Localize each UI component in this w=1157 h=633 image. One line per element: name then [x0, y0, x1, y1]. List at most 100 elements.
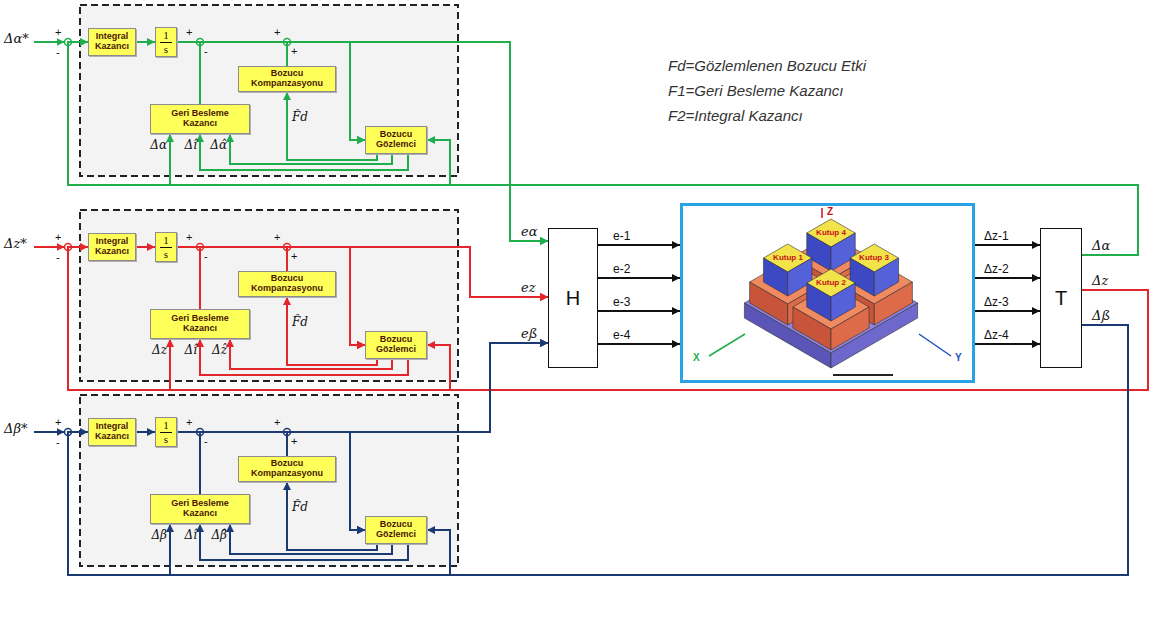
- signal-label: Δα̂: [210, 138, 227, 152]
- box-text: Integral Kazancı: [91, 237, 133, 257]
- sum-sign: +: [186, 231, 192, 243]
- signal-line: [287, 297, 377, 365]
- signal-line: [136, 246, 155, 248]
- signal-line: [68, 247, 1148, 390]
- signal-label: Δz-4: [983, 328, 1010, 342]
- signal-label: Δβ: [151, 528, 167, 542]
- signal-line: [975, 310, 1040, 312]
- sum-sign: -: [56, 46, 60, 58]
- sum-sign: -: [204, 250, 208, 262]
- scale-bar: [833, 374, 893, 376]
- sum-sign: -: [56, 251, 60, 263]
- t-matrix-box: T: [1040, 228, 1082, 368]
- signal-label: Δz-3: [983, 295, 1010, 309]
- signal-label: F̂d: [292, 500, 308, 514]
- box-text: 1: [160, 419, 172, 432]
- integrator-box: 1s: [155, 417, 177, 446]
- signal-line: [170, 325, 1128, 575]
- integral-gain-box: Integral Kazancı: [88, 233, 136, 261]
- box-text: Bozucu Gözlemci: [368, 335, 424, 355]
- observer-box: Bozucu Gözlemci: [365, 126, 427, 154]
- note-text: F1=Geri Besleme Kazancı: [668, 82, 844, 99]
- output-signal: Δz: [1092, 273, 1108, 288]
- signal-line: [598, 244, 680, 246]
- box-text: Bozucu Kompanzasyonu: [241, 274, 333, 294]
- box-text: T: [1055, 287, 1067, 310]
- note-text: F2=Integral Kazancı: [668, 107, 803, 124]
- sum-sign: +: [55, 416, 61, 428]
- model-face: [807, 283, 831, 321]
- model-face: [763, 258, 787, 296]
- levitation-model: [709, 208, 951, 375]
- levitation-plant: ZKutup 4Kutup 1Kutup 3Kutup 2XY: [680, 203, 975, 383]
- feedback-gain-box: Geri Besleme Kazancı: [150, 494, 250, 524]
- z-axis: [821, 208, 823, 218]
- box-text: 1: [160, 29, 172, 42]
- box-text: s: [164, 43, 168, 55]
- box-text: H: [566, 287, 580, 310]
- box-text: Integral Kazancı: [91, 422, 133, 442]
- signal-line: [287, 482, 377, 550]
- sum-sign: +: [274, 231, 280, 243]
- box-text: Integral Kazancı: [91, 32, 133, 52]
- signal-line: [975, 277, 1040, 279]
- model-face: [874, 258, 898, 296]
- signal-label: Δα: [150, 138, 167, 152]
- signal-line: [170, 134, 1138, 255]
- signal-label: e-4: [612, 328, 631, 342]
- box-text: Bozucu Kompanzasyonu: [241, 459, 333, 479]
- pole-label: Kutup 2: [816, 279, 846, 287]
- sum-sign: +: [274, 26, 280, 38]
- signal-line: [287, 343, 548, 456]
- signal-line: [975, 343, 1040, 345]
- signal-line: [177, 42, 548, 241]
- sum-sign: +: [186, 26, 192, 38]
- signal-line: [598, 277, 680, 279]
- signal-line: [427, 140, 1138, 255]
- signal-label: Δz-2: [983, 262, 1010, 276]
- compensation-box: Bozucu Kompanzasyonu: [238, 66, 336, 92]
- pole-label: Kutup 4: [816, 229, 846, 237]
- box-text: Bozucu Gözlemci: [368, 520, 424, 540]
- signal-line: [68, 42, 1138, 255]
- sum-sign: +: [55, 231, 61, 243]
- signal-label: Δz-1: [983, 229, 1010, 243]
- output-signal: Δα: [1092, 238, 1110, 253]
- signal-label: F̂d: [292, 110, 308, 124]
- controller-frame: [80, 210, 458, 381]
- axis-label: Z: [827, 206, 833, 217]
- control-signal: eα: [521, 224, 537, 239]
- controller-frame: [80, 395, 458, 566]
- integrator-box: 1s: [155, 232, 177, 261]
- signal-label: Δz: [152, 343, 167, 357]
- signal-label: e-2: [612, 262, 631, 276]
- signal-label: F̂d: [292, 315, 308, 329]
- box-text: Geri Besleme Kazancı: [153, 314, 247, 334]
- control-signal: ez: [521, 280, 536, 295]
- integral-gain-box: Integral Kazancı: [88, 28, 136, 56]
- integral-gain-box: Integral Kazancı: [88, 418, 136, 446]
- note-text: Fd=Gözlemlenen Bozucu Etki: [668, 57, 866, 74]
- reference-input: Δβ*: [4, 421, 27, 436]
- signal-label: e-3: [612, 295, 631, 309]
- box-text: Geri Besleme Kazancı: [153, 109, 247, 129]
- sum-sign: +: [291, 435, 297, 447]
- input-wire: [34, 246, 65, 248]
- compensation-box: Bozucu Kompanzasyonu: [238, 271, 336, 297]
- sum-sign: -: [56, 436, 60, 448]
- compensation-box: Bozucu Kompanzasyonu: [238, 456, 336, 482]
- sum-sign: +: [291, 250, 297, 262]
- signal-line: [136, 41, 155, 43]
- pole-label: Kutup 3: [859, 254, 889, 262]
- observer-box: Bozucu Gözlemci: [365, 516, 427, 544]
- signal-label: Δî: [184, 138, 197, 152]
- box-text: Bozucu Gözlemci: [368, 130, 424, 150]
- x-axis: [709, 334, 745, 356]
- signal-label: Δẑ: [212, 343, 227, 357]
- y-axis: [919, 334, 951, 356]
- signal-label: e-1: [612, 229, 631, 243]
- axis-label: X: [693, 352, 700, 363]
- box-text: 1: [160, 234, 172, 247]
- box-text: s: [164, 433, 168, 445]
- sum-sign: +: [274, 416, 280, 428]
